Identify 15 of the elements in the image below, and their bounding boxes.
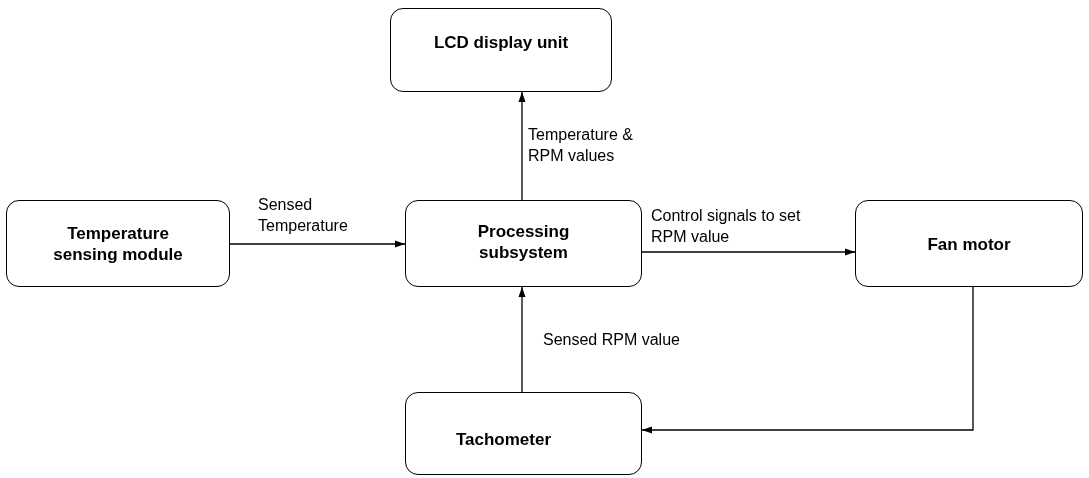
box-label: Fan motor [926, 234, 1012, 255]
process-box [855, 200, 1083, 287]
box-label: Tachometer [454, 429, 553, 450]
process-box [405, 200, 642, 287]
process-box [6, 200, 230, 287]
box-label: Temperature sensing module [52, 223, 184, 265]
arrow [518, 286, 526, 393]
arrow [641, 248, 856, 256]
box-label: LCD display unit [432, 32, 570, 53]
box-label: Processing subsystem [476, 221, 571, 263]
process-box [390, 8, 612, 92]
arrow [229, 240, 406, 248]
arrow [641, 286, 974, 434]
process-box [405, 392, 642, 475]
arrow [518, 91, 526, 201]
